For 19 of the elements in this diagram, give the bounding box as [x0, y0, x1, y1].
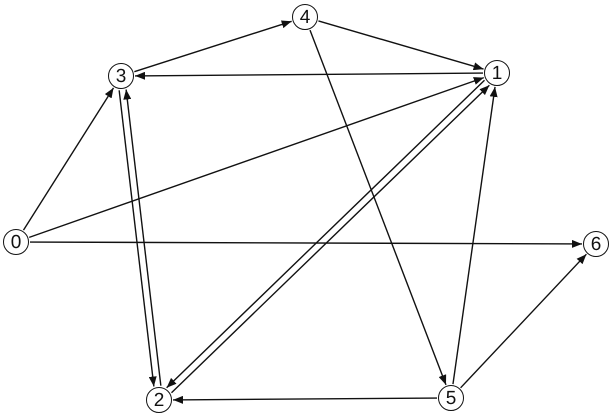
- arrow: [173, 396, 437, 404]
- arrow: [309, 30, 447, 386]
- vertex-circle: 2: [146, 387, 172, 413]
- arrow: [30, 240, 582, 248]
- vertex-circle: 1: [484, 60, 510, 86]
- arrow: [118, 90, 157, 387]
- arrow: [123, 89, 162, 386]
- arrow: [318, 20, 484, 70]
- arrow: [28, 76, 484, 238]
- vertex-circle: 5: [438, 385, 464, 411]
- vertex-circle: 4: [292, 4, 318, 30]
- arrow: [452, 86, 498, 384]
- arrow: [460, 254, 587, 388]
- arrow: [135, 72, 483, 80]
- arrow: [22, 87, 114, 231]
- vertex-circle: 3: [108, 63, 134, 89]
- vertex-circle: 6: [583, 231, 609, 257]
- vertex-circle: 0: [3, 229, 29, 255]
- arrow: [134, 20, 292, 72]
